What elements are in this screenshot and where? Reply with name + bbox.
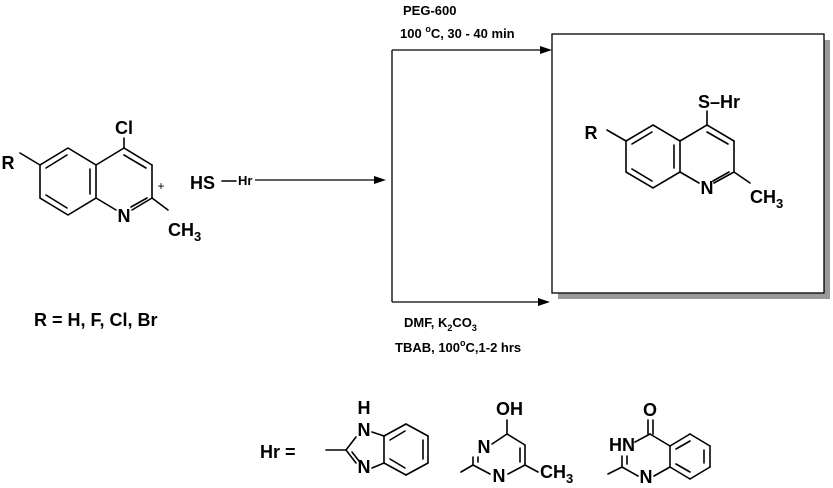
product-quinoline: S–Hr N R CH3	[585, 92, 784, 211]
reactant-quinoline: Cl N R CH3	[2, 118, 202, 244]
pyrimidine-n-bottom: N	[493, 466, 506, 486]
reaction-arrows	[255, 46, 552, 306]
benzimidazole-structure: H N N	[325, 398, 429, 477]
conditions-top-line1: PEG-600	[403, 3, 456, 18]
benzimidazole-n-bottom: N	[358, 457, 371, 477]
reactant-cl-label: Cl	[115, 118, 133, 138]
product-box-frame	[551, 33, 825, 294]
benzimidazole-n-top: N	[358, 420, 371, 440]
quinazolinone-o: O	[643, 400, 657, 420]
reactant-n-label: N	[118, 206, 131, 226]
r-definition: R = H, F, Cl, Br	[34, 310, 158, 330]
benzimidazole-bonds	[325, 423, 429, 476]
hr-definition-label: Hr =	[260, 442, 296, 462]
reactant-methyl-label: CH3	[168, 220, 201, 244]
product-box	[551, 33, 830, 299]
reactant-r-label: R	[2, 153, 15, 173]
benzimidazole-h: H	[358, 398, 371, 418]
pyrimidine-methyl-label: CH3	[540, 462, 573, 486]
top-arrow-head	[540, 46, 552, 54]
plus-sign: +	[157, 179, 164, 193]
reactant-bonds	[19, 137, 169, 216]
pyrimidine-structure: OH N N CH3	[460, 399, 573, 486]
thiol-hs-label: HS	[190, 173, 215, 193]
product-methyl-label: CH3	[750, 187, 783, 211]
quinazolinone-structure: O HN N	[607, 400, 711, 487]
pyrimidine-oh: OH	[496, 399, 523, 419]
thiol-hr-label: Hr	[238, 173, 252, 188]
pyrimidine-n-top: N	[478, 437, 491, 457]
conditions-bottom-line1: DMF, K2CO3	[404, 315, 477, 333]
bottom-arrow-head	[538, 298, 550, 306]
product-bonds	[606, 110, 751, 189]
product-r-label: R	[585, 123, 598, 143]
main-arrow-head	[374, 176, 386, 184]
thiol-reagent: HS Hr	[190, 173, 252, 193]
product-n-label: N	[701, 178, 714, 198]
quinazolinone-hn: HN	[609, 435, 635, 455]
conditions-top-line2: 100 oC, 30 - 40 min	[400, 24, 515, 41]
quinazolinone-bonds	[607, 419, 711, 480]
product-s-hr-label: S–Hr	[698, 92, 740, 112]
conditions-bottom-line2: TBAB, 100oC,1-2 hrs	[395, 338, 521, 355]
quinazolinone-n: N	[640, 467, 653, 487]
pyrimidine-bonds	[460, 419, 539, 475]
